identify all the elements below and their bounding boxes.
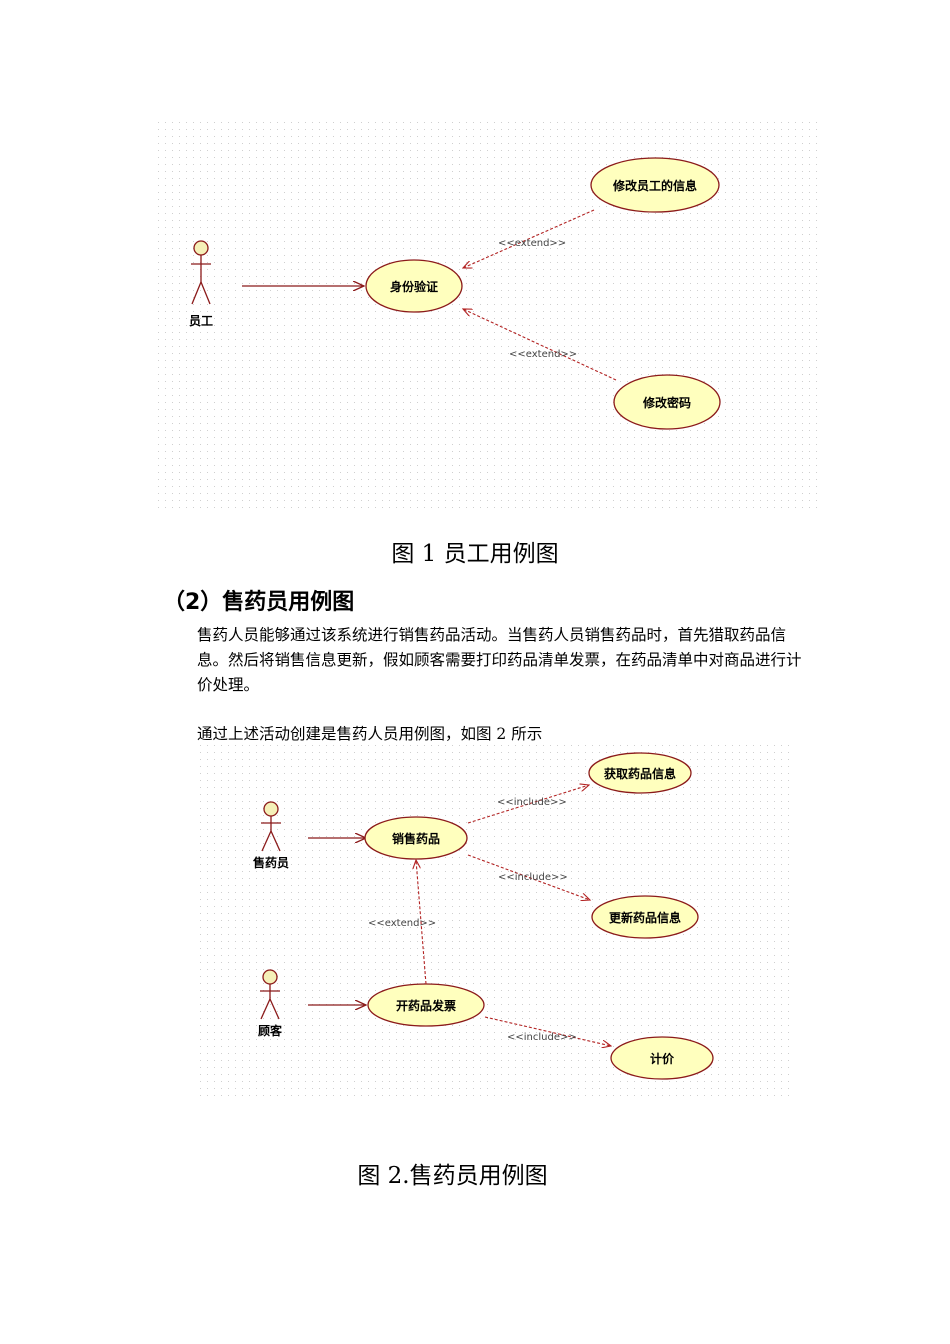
actor-seller-label: 售药员 <box>253 855 289 870</box>
actor-customer-label: 顾客 <box>258 1023 283 1038</box>
include-invoice-price <box>484 1016 611 1046</box>
extend-modify-info-to-auth <box>463 209 595 268</box>
svg-text:销售药品: 销售药品 <box>392 831 440 846</box>
usecase-modify-info: 修改员工的信息 <box>590 157 720 213</box>
usecase-invoice: 开药品发票 <box>367 983 485 1027</box>
usecase-auth: 身份验证 <box>365 259 463 313</box>
actor-seller <box>261 801 281 852</box>
svg-text:更新药品信息: 更新药品信息 <box>609 910 681 925</box>
svg-text:计价: 计价 <box>650 1051 675 1066</box>
usecase-modify-password: 修改密码 <box>613 374 721 430</box>
extend-invoice-sell <box>416 860 427 985</box>
section-heading: （2）售药员用例图 <box>163 590 355 615</box>
paragraph-1: 售药人员能够通过该系统进行销售药品活动。当售药人员销售药品时，首先猎取药品信息。… <box>197 626 802 694</box>
include-sell-get-info <box>467 785 589 824</box>
stereotype-include-3: <<include>> <box>507 1032 577 1043</box>
figure1-caption: 图 1 员工用例图 <box>391 541 559 567</box>
stereotype-extend-2: <<extend>> <box>509 349 577 360</box>
svg-text:修改密码: 修改密码 <box>642 395 691 410</box>
figure2-caption: 图 2.售药员用例图 <box>357 1163 548 1189</box>
actor-employee <box>191 240 211 305</box>
svg-text:获取药品信息: 获取药品信息 <box>603 766 676 781</box>
usecase-update-info: 更新药品信息 <box>591 895 699 939</box>
stereotype-include-2: <<include>> <box>498 872 568 883</box>
svg-text:身份验证: 身份验证 <box>390 279 438 294</box>
stereotype-extend-1: <<extend>> <box>498 238 566 249</box>
extend-modify-password-to-auth <box>463 309 617 381</box>
figure2-diagram: 售药员 顾客 销售药品 获取药品信息 更新药品信息 开药品发票 计价 <<inc… <box>200 745 792 1102</box>
svg-text:开药品发票: 开药品发票 <box>396 998 456 1013</box>
stereotype-include-1: <<include>> <box>497 797 567 808</box>
figure1-diagram: 员工 身份验证 修改员工的信息 修改密码 <<extend>> <<extend… <box>158 122 822 514</box>
include-sell-update-info <box>467 854 590 900</box>
svg-text:修改员工的信息: 修改员工的信息 <box>612 178 697 193</box>
usecase-sell: 销售药品 <box>364 816 468 860</box>
actor-customer <box>260 969 280 1020</box>
stereotype-extend: <<extend>> <box>368 918 436 929</box>
actor-employee-label: 员工 <box>189 314 213 328</box>
usecase-get-info: 获取药品信息 <box>588 752 692 794</box>
paragraph-2: 通过上述活动创建是售药人员用例图，如图 2 所示 <box>197 725 543 743</box>
usecase-price: 计价 <box>610 1036 714 1080</box>
